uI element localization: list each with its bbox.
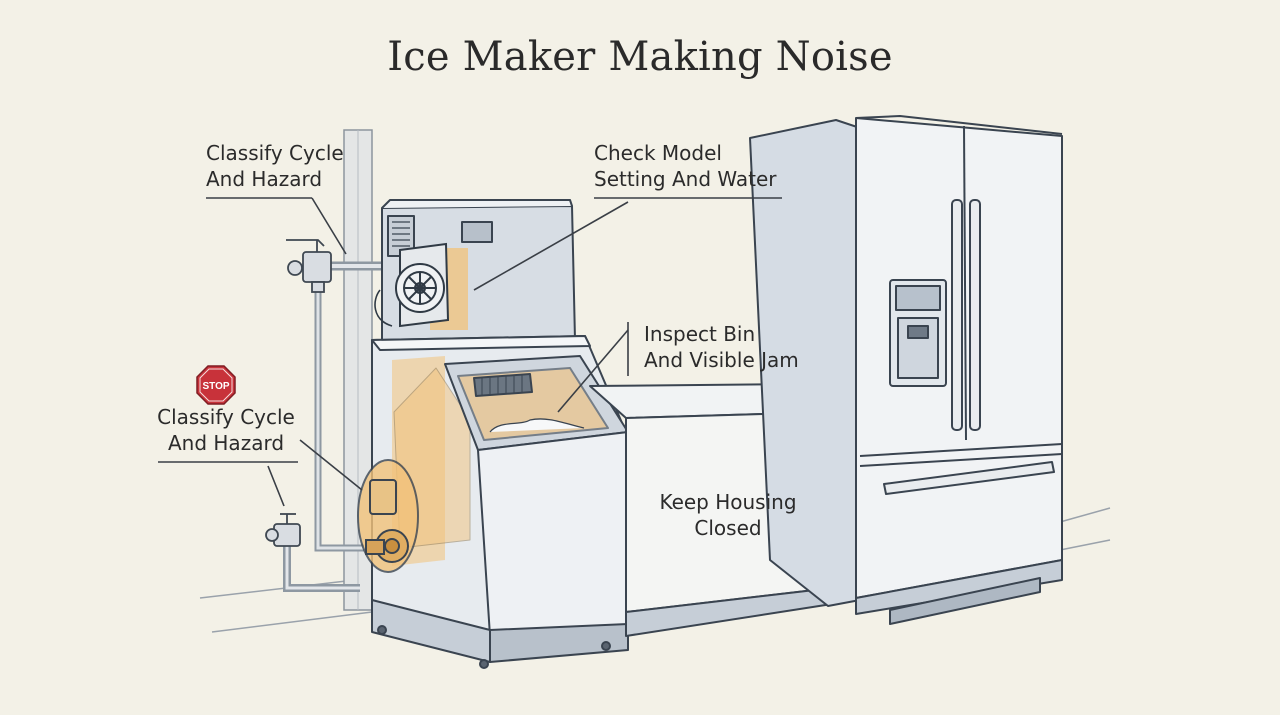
callout-line: Check Model [594, 141, 722, 165]
callout-line: Inspect Bin [644, 322, 756, 346]
callout-inspect-bin: Inspect Bin And Visible Jam [644, 321, 799, 373]
callout-keep-housing-closed: Keep Housing Closed [640, 489, 816, 541]
callout-line: Classify Cycle [157, 405, 295, 429]
callout-line: Classify Cycle [206, 141, 344, 165]
control-module [357, 459, 419, 573]
callout-classify-cycle-stop: Classify Cycle And Hazard [144, 404, 308, 456]
callout-line: Setting And Water [594, 167, 777, 191]
ice-bin-body [371, 335, 629, 669]
leader-lines [158, 197, 782, 507]
callout-check-model: Check Model Setting And Water [594, 140, 777, 192]
stop-sign-icon: STOP [196, 365, 236, 405]
shutoff-valve-upper [286, 239, 332, 293]
refrigerator [749, 115, 1063, 625]
page-title: Ice Maker Making Noise [387, 34, 893, 80]
callout-line: Closed [694, 516, 762, 540]
callout-line: And Hazard [206, 167, 323, 191]
stop-sign-text: STOP [202, 381, 229, 392]
shutoff-valve-lower [265, 513, 301, 547]
callout-classify-cycle-top: Classify Cycle And Hazard [206, 140, 344, 192]
condenser-fan [374, 242, 450, 328]
water-pipes [283, 261, 382, 592]
callout-line: And Hazard [167, 431, 285, 455]
callout-line: And Visible Jam [644, 348, 799, 372]
callout-line: Keep Housing [659, 490, 797, 514]
